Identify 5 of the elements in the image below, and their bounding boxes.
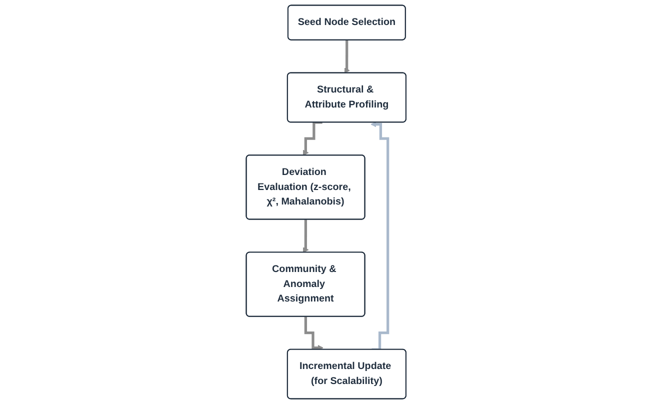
arrow [344,38,350,74]
arrow [371,121,390,351]
arrow [303,218,310,253]
arrow [303,121,323,156]
arrow [304,315,324,351]
